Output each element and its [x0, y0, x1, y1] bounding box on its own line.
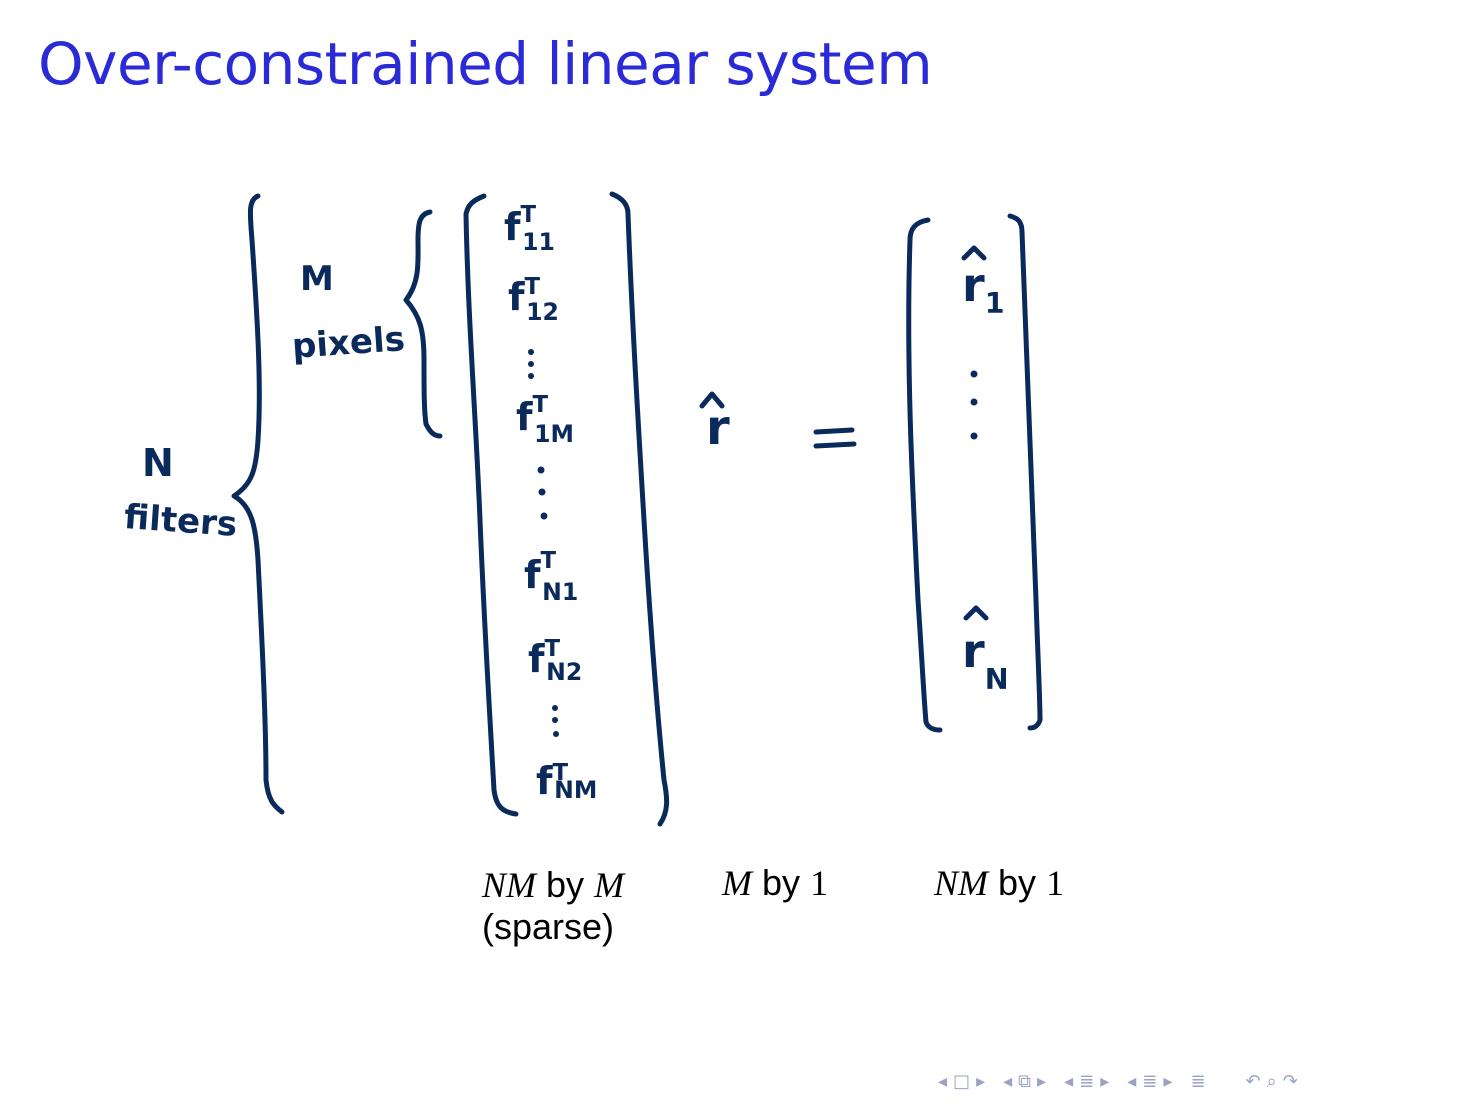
matrix-row-fn2: fTN2	[528, 636, 583, 686]
matrix-dot	[553, 731, 559, 737]
redo-icon[interactable]: ↷	[1282, 1070, 1298, 1092]
matrix-by: by	[546, 864, 585, 905]
vector-cols: 1	[810, 863, 829, 903]
outer-brace	[231, 193, 285, 815]
rhs-dot	[970, 370, 978, 378]
undo-icon[interactable]: ↶	[1245, 1070, 1261, 1092]
matrix-dot	[528, 361, 534, 367]
brace-label-inner-m: M	[300, 259, 334, 299]
matrix-dot	[552, 705, 558, 711]
equals-bottom	[813, 441, 857, 449]
matrix-rows: NM	[482, 865, 536, 905]
matrix-row-f12: fT12	[508, 274, 559, 326]
prev-slide-icon[interactable]: ◂	[938, 1070, 948, 1092]
prev-subsection-icon[interactable]: ◂	[1064, 1070, 1074, 1092]
matrix-row-fnm: fTNM	[536, 759, 598, 804]
section-icon[interactable]: ≣	[1142, 1070, 1158, 1092]
matrix-dot	[537, 466, 545, 474]
rhs-cols: 1	[1046, 863, 1065, 903]
rhs-rows: NM	[934, 863, 988, 903]
matrix-right-bracket	[609, 191, 670, 827]
next-frame-icon[interactable]: ▸	[1037, 1070, 1047, 1092]
matrix-cols: M	[594, 865, 625, 905]
vector-rows: M	[722, 863, 752, 903]
outline-icon[interactable]: ≣	[1190, 1070, 1206, 1092]
next-slide-icon[interactable]: ▸	[976, 1070, 986, 1092]
rhs-dot	[970, 398, 978, 406]
matrix-dot	[528, 349, 534, 355]
rhs-right-bracket	[1007, 213, 1043, 731]
subsection-icon[interactable]: ≣	[1079, 1070, 1095, 1092]
rhs-dot	[970, 432, 978, 440]
matrix-sparse-note: (sparse)	[482, 906, 615, 948]
r-hat	[699, 391, 725, 409]
unknown-vector-r: r	[706, 400, 730, 456]
brace-label-outer-filters: filters	[122, 497, 239, 545]
prev-frame-icon[interactable]: ◂	[1003, 1070, 1013, 1092]
equals-top	[813, 427, 855, 435]
matrix-row-f11: fT11	[504, 202, 555, 256]
next-section-icon[interactable]: ▸	[1163, 1070, 1173, 1092]
inner-brace	[403, 209, 443, 439]
matrix-left-bracket	[463, 193, 519, 817]
matrix-row-f1m: fT1M	[516, 392, 574, 448]
r1-hat	[961, 245, 987, 261]
frame-icon[interactable]: ⧉	[1018, 1070, 1032, 1092]
matrix-dot	[538, 488, 546, 496]
matrix-dot	[528, 373, 534, 379]
matrix-row-fn1: fTN1	[524, 548, 579, 606]
prev-section-icon[interactable]: ◂	[1127, 1070, 1137, 1092]
matrix-dot	[540, 512, 548, 520]
vector-dimension-label: M by 1	[722, 862, 828, 904]
rhs-entry-r1: r1	[962, 258, 1005, 320]
brace-label-inner-pixels: pixels	[290, 319, 407, 367]
matrix-dot	[552, 717, 558, 723]
next-subsection-icon[interactable]: ▸	[1100, 1070, 1110, 1092]
navigation-bar: ◂ □ ▸ ◂ ⧉ ▸ ◂ ≣ ▸ ◂ ≣ ▸ ≣ ↶ ⌕ ↷	[938, 1068, 1458, 1094]
rhs-by: by	[998, 862, 1037, 903]
matrix-dimension-label: NM by M (sparse)	[482, 864, 624, 948]
rhs-entry-rn: rN	[962, 624, 1009, 696]
slide-icon[interactable]: □	[953, 1070, 971, 1092]
rhs-dimension-label: NM by 1	[934, 862, 1064, 904]
rhs-left-bracket	[906, 217, 943, 733]
search-icon[interactable]: ⌕	[1266, 1070, 1277, 1092]
brace-label-outer-n: N	[142, 441, 174, 485]
vector-by: by	[762, 862, 801, 903]
slide-title: Over-constrained linear system	[38, 30, 933, 98]
rN-hat	[963, 605, 989, 621]
